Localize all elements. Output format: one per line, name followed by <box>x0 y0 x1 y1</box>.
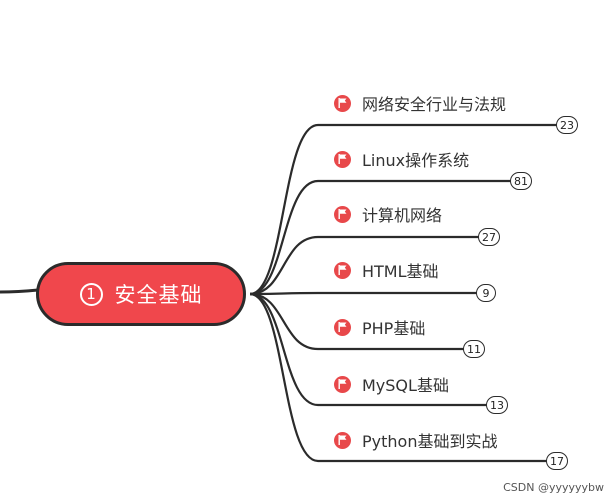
branch-node[interactable]: MySQL基础 <box>334 370 449 398</box>
branch-connector <box>249 123 566 296</box>
branch-label: PHP基础 <box>362 319 426 338</box>
flag-icon <box>334 375 351 393</box>
branch-node[interactable]: HTML基础 <box>334 256 439 284</box>
watermark: CSDN @yyyyyybw <box>503 481 604 494</box>
branch-connector <box>249 292 474 351</box>
flag-icon <box>334 431 351 449</box>
count-badge[interactable]: 9 <box>476 284 496 302</box>
count-badge[interactable]: 11 <box>463 340 485 358</box>
branch-connector <box>249 291 487 296</box>
branch-label: HTML基础 <box>362 262 439 281</box>
branch-connector <box>249 292 497 407</box>
root-number: 1 <box>79 282 103 306</box>
count-badge[interactable]: 27 <box>478 228 500 246</box>
branch-label: 网络安全行业与法规 <box>362 95 507 114</box>
branch-label: MySQL基础 <box>362 376 449 395</box>
branch-connector <box>249 292 558 463</box>
branch-node[interactable]: Python基础到实战 <box>334 426 497 454</box>
branch-label: 计算机网络 <box>362 206 443 225</box>
flag-icon <box>334 318 351 336</box>
branch-node[interactable]: Linux操作系统 <box>334 145 469 173</box>
branch-node[interactable]: PHP基础 <box>334 313 425 341</box>
branch-node[interactable]: 计算机网络 <box>334 200 442 228</box>
count-badge[interactable]: 13 <box>486 396 508 414</box>
count-badge[interactable]: 17 <box>546 452 568 470</box>
flag-icon <box>334 205 351 223</box>
branch-connector <box>249 179 522 296</box>
branch-node[interactable]: 网络安全行业与法规 <box>334 89 506 117</box>
branch-label: Python基础到实战 <box>362 432 498 451</box>
root-title: 安全基础 <box>114 283 203 307</box>
count-badge[interactable]: 23 <box>556 116 578 134</box>
branch-label: Linux操作系统 <box>362 151 470 170</box>
branch-connector <box>249 235 490 296</box>
flag-icon <box>334 150 351 168</box>
incoming-connector <box>0 288 39 294</box>
count-badge[interactable]: 81 <box>510 172 532 190</box>
flag-icon <box>334 261 351 279</box>
flag-icon <box>334 94 351 112</box>
root-node[interactable]: 1 安全基础 <box>36 262 246 326</box>
